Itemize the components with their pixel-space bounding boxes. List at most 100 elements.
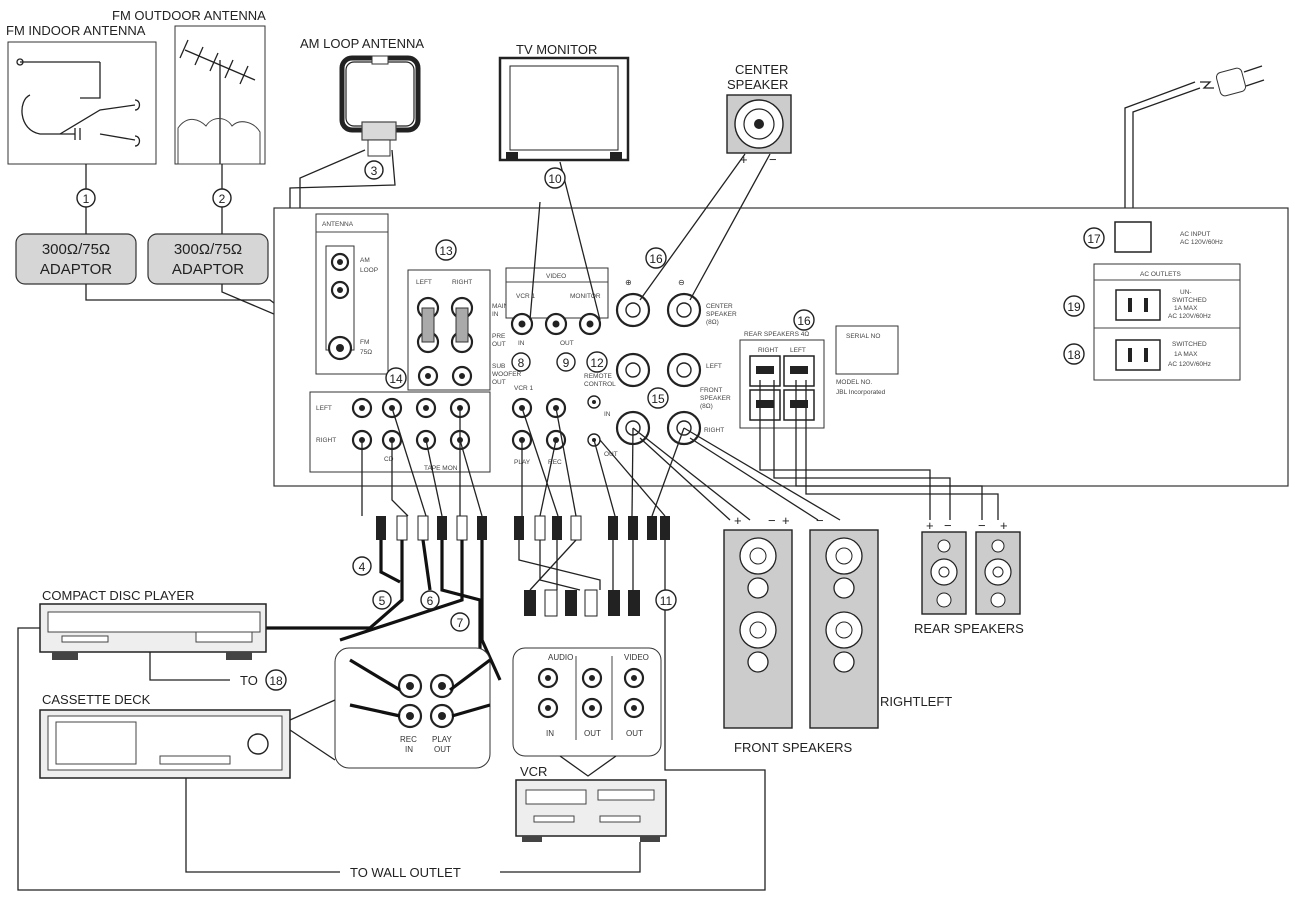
callout-17: 17 <box>1083 227 1105 249</box>
adaptor-1-line1: 300Ω/75Ω <box>42 241 110 258</box>
panel-control: CONTROL <box>584 381 616 388</box>
rear-speaker-2: − + <box>975 518 1021 615</box>
adaptor-2: 300Ω/75Ω ADAPTOR <box>147 233 269 285</box>
callout-18-panel: 18 <box>1063 343 1085 365</box>
panel-fm: FM <box>360 339 369 346</box>
panel-remote-in: IN <box>604 411 611 418</box>
cassette-play: PLAY <box>432 735 453 744</box>
panel-front-1: FRONT <box>700 387 722 394</box>
compact-disc-player-label: COMPACT DISC PLAYER <box>42 588 194 603</box>
panel-am: AM <box>360 257 370 264</box>
adaptor-1: 300Ω/75Ω ADAPTOR <box>15 233 137 285</box>
svg-text:18: 18 <box>1067 348 1081 362</box>
panel-fm-ohm: 75Ω <box>360 349 372 356</box>
panel-unsw-1: UN- <box>1180 289 1192 296</box>
callout-2: 2 <box>212 188 232 208</box>
rear-2-plus: + <box>1000 518 1008 533</box>
panel-unsw-3: 1A MAX <box>1174 305 1198 312</box>
front-right-plus: + <box>782 513 790 528</box>
callout-6: 6 <box>420 590 440 610</box>
am-loop-antenna: AM LOOP ANTENNA <box>289 36 424 299</box>
panel-loop: LOOP <box>360 267 378 274</box>
panel-rear-left: LEFT <box>790 347 806 354</box>
panel-vcr1-audio: VCR 1 <box>514 385 534 392</box>
svg-text:5: 5 <box>379 594 386 608</box>
center-speaker-label-2: SPEAKER <box>727 77 788 92</box>
adaptor-2-line1: 300Ω/75Ω <box>174 241 242 258</box>
center-speaker-terminals <box>615 292 702 328</box>
panel-video: VIDEO <box>546 273 566 280</box>
panel-cd: CD <box>384 456 394 463</box>
panel-rear-right: RIGHT <box>758 347 778 354</box>
callout-9: 9 <box>556 352 576 372</box>
panel-center-2: SPEAKER <box>706 311 737 318</box>
svg-text:15: 15 <box>651 392 665 406</box>
panel-rear-speakers: REAR SPEAKERS 4Ω <box>744 331 809 338</box>
rear-speakers-label: REAR SPEAKERS <box>914 621 1024 636</box>
panel-model-no: MODEL NO. <box>836 379 872 386</box>
to-wall-outlet-label: TO WALL OUTLET <box>350 865 461 880</box>
svg-text:2: 2 <box>219 192 226 206</box>
panel-sub-2: WOOFER <box>492 371 522 378</box>
panel-pre-out-1: PRE <box>492 333 506 340</box>
vcr-video-out: OUT <box>626 729 643 738</box>
callout-16b: 16 <box>793 309 815 331</box>
panel-cd-left: LEFT <box>316 405 332 412</box>
panel-front-left: LEFT <box>706 363 722 370</box>
panel-antenna: ANTENNA <box>322 221 354 228</box>
panel-ac-input-2: AC 120V/60Hz <box>1180 239 1223 246</box>
callout-7: 7 <box>450 612 470 632</box>
cassette-deck: CASSETTE DECK TO WALL OUTLET <box>39 692 560 880</box>
panel-sw-1: SWITCHED <box>1172 341 1207 348</box>
cassette-rec: REC <box>400 735 417 744</box>
vcr-jacks: AUDIO VIDEO IN OUT OUT <box>512 647 662 777</box>
callout-3: 3 <box>364 160 384 180</box>
front-left-plus: + <box>734 513 742 528</box>
svg-text:4: 4 <box>359 560 366 574</box>
receiver-rear-panel: ANTENNA AM LOOP FM 75Ω LEFT RIGHT MAIN I… <box>273 207 1289 487</box>
panel-ac-outlets: AC OUTLETS <box>1140 271 1181 278</box>
adaptor-1-line2: ADAPTOR <box>40 261 112 278</box>
panel-sub-3: OUT <box>492 379 506 386</box>
panel-remote-out: OUT <box>604 451 618 458</box>
tv-monitor-label: TV MONITOR <box>516 42 597 57</box>
callout-5: 5 <box>372 590 392 610</box>
adaptor-2-line2: ADAPTOR <box>172 261 244 278</box>
callout-16a: 16 <box>645 247 667 269</box>
panel-serial-no: SERIAL NO <box>846 333 880 340</box>
panel-front-3: (8Ω) <box>700 403 713 410</box>
panel-tape-mon: TAPE MON <box>424 465 458 472</box>
center-speaker-minus: − <box>769 152 777 167</box>
callout-11: 11 <box>655 589 677 611</box>
svg-text:3: 3 <box>371 164 378 178</box>
to-18-label: TO <box>240 673 258 688</box>
panel-minus: ⊖ <box>678 278 685 287</box>
svg-text:13: 13 <box>439 244 453 258</box>
cassette-in: IN <box>405 745 413 754</box>
cassette-deck-label: CASSETTE DECK <box>42 692 151 707</box>
rear-1-minus: − <box>944 518 952 533</box>
vcr-audio: AUDIO <box>548 653 573 662</box>
svg-text:19: 19 <box>1067 300 1081 314</box>
svg-text:1: 1 <box>83 192 90 206</box>
svg-text:6: 6 <box>427 594 434 608</box>
vcr-in: IN <box>546 729 554 738</box>
callout-1: 1 <box>76 188 96 208</box>
svg-text:7: 7 <box>457 616 464 630</box>
panel-vcr-rec: REC <box>548 459 562 466</box>
panel-main-in-1: MAIN <box>492 303 509 310</box>
panel-manufacturer: JBL Incorporated <box>836 389 886 396</box>
svg-text:14: 14 <box>389 372 403 386</box>
svg-text:16: 16 <box>797 314 811 328</box>
panel-main-in-2: IN <box>492 311 499 318</box>
panel-pre-out-2: OUT <box>492 341 506 348</box>
panel-center-1: CENTER <box>706 303 733 310</box>
vcr-video: VIDEO <box>624 653 649 662</box>
panel-main-right: RIGHT <box>452 279 472 286</box>
rear-speaker-1: + − <box>921 518 967 615</box>
front-speaker-left: + − <box>723 513 793 729</box>
front-left-minus: − <box>768 513 776 528</box>
panel-main-left: LEFT <box>416 279 432 286</box>
callout-4: 4 <box>352 556 372 576</box>
